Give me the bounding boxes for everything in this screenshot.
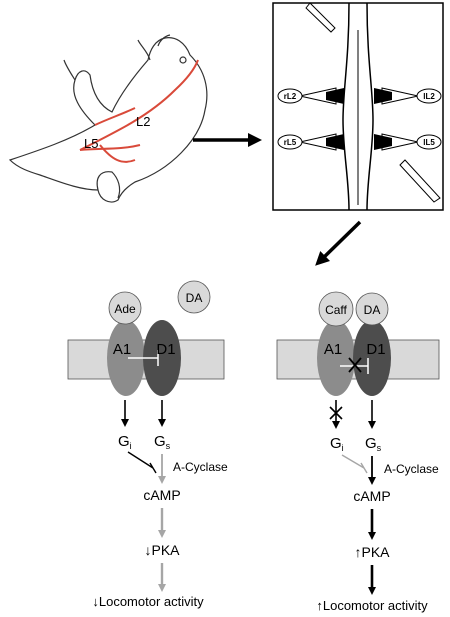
right-outcome-label: ↑Locomotor activity: [316, 598, 428, 613]
left-pathway: A1 D1 Ade DA Gi Gs A-Cyclase cAMP ↓PKA ↓…: [67, 280, 228, 609]
rl2-label: rL2: [284, 92, 297, 101]
right-da-ligand: [355, 292, 389, 326]
il5-label: lL5: [423, 138, 435, 147]
right-gi-inhibition: [341, 454, 368, 474]
left-cyclase-label: A-Cyclase: [173, 460, 228, 474]
root-il2: [374, 87, 419, 105]
left-a1-receptor: [107, 320, 145, 396]
right-d1-receptor: [353, 320, 391, 396]
spinal-nerves: [79, 59, 199, 163]
left-gi-label: Gi: [118, 433, 132, 451]
root-il5: [374, 133, 419, 151]
right-pathway: A1 D1 Caff DA Gi Gs A-Cyclase cAMP ↑PKA …: [276, 291, 440, 613]
left-a1-d1-inhibition: [128, 350, 159, 366]
right-caff-ligand: [318, 291, 354, 327]
rat-forepaw: [137, 34, 171, 61]
left-pka-label: ↓PKA: [144, 542, 180, 558]
left-gi-inhibition: [127, 451, 157, 474]
l5-label: L5: [84, 136, 98, 151]
right-a1-label: A1: [324, 341, 342, 358]
spinal-cord-line: [79, 59, 199, 151]
left-camp-label: cAMP: [143, 487, 180, 503]
left-ade-ligand: [108, 291, 142, 325]
right-gi-label: Gi: [330, 435, 344, 453]
left-a1-label: A1: [113, 341, 131, 358]
recording-electrode-top: [305, 2, 336, 33]
left-outcome-label: ↓Locomotor activity: [92, 594, 204, 609]
right-pka-label: ↑PKA: [354, 544, 390, 560]
right-d1-label: D1: [366, 341, 385, 358]
right-caff-label: Caff: [325, 303, 347, 317]
right-da-label: DA: [364, 303, 381, 317]
l5-nerve: [79, 144, 141, 151]
il2-label: lL2: [423, 92, 435, 101]
recording-electrode-bottom: [399, 159, 441, 203]
rat-tail: [63, 59, 76, 81]
root-rl2: [299, 87, 344, 105]
root-rl5: [299, 133, 344, 151]
left-da-ligand: [177, 280, 211, 314]
left-d1-receptor: [143, 320, 181, 396]
l2-label: L2: [136, 114, 150, 129]
right-gs-label: Gs: [365, 435, 382, 453]
spinal-cord-outline: [342, 2, 374, 211]
right-blocked-interaction: [348, 357, 362, 373]
left-da-label: DA: [186, 291, 203, 305]
rat-pup-illustration: [8, 34, 208, 203]
l5-nerve-branch: [99, 144, 136, 163]
il5-electrode: [416, 134, 442, 150]
rat-eye: [179, 56, 187, 64]
l2-nerve: [94, 107, 136, 126]
right-gi-blocked-mark: [329, 406, 343, 420]
left-gs-label: Gs: [154, 433, 171, 451]
right-a1-receptor: [317, 320, 355, 396]
arrow-to-pathways: [315, 220, 362, 266]
rl2-electrode: [277, 88, 303, 104]
rat-hindpaw: [96, 171, 121, 199]
right-cyclase-label: A-Cyclase: [384, 462, 439, 476]
il2-electrode: [416, 88, 442, 104]
spinal-cord-prep: rL2 lL2 rL5 lL5: [272, 2, 444, 211]
left-d1-label: D1: [156, 341, 175, 358]
rl5-electrode: [277, 134, 303, 150]
left-ade-label: Ade: [114, 302, 136, 316]
rl5-label: rL5: [284, 138, 297, 147]
right-camp-label: cAMP: [353, 488, 390, 504]
